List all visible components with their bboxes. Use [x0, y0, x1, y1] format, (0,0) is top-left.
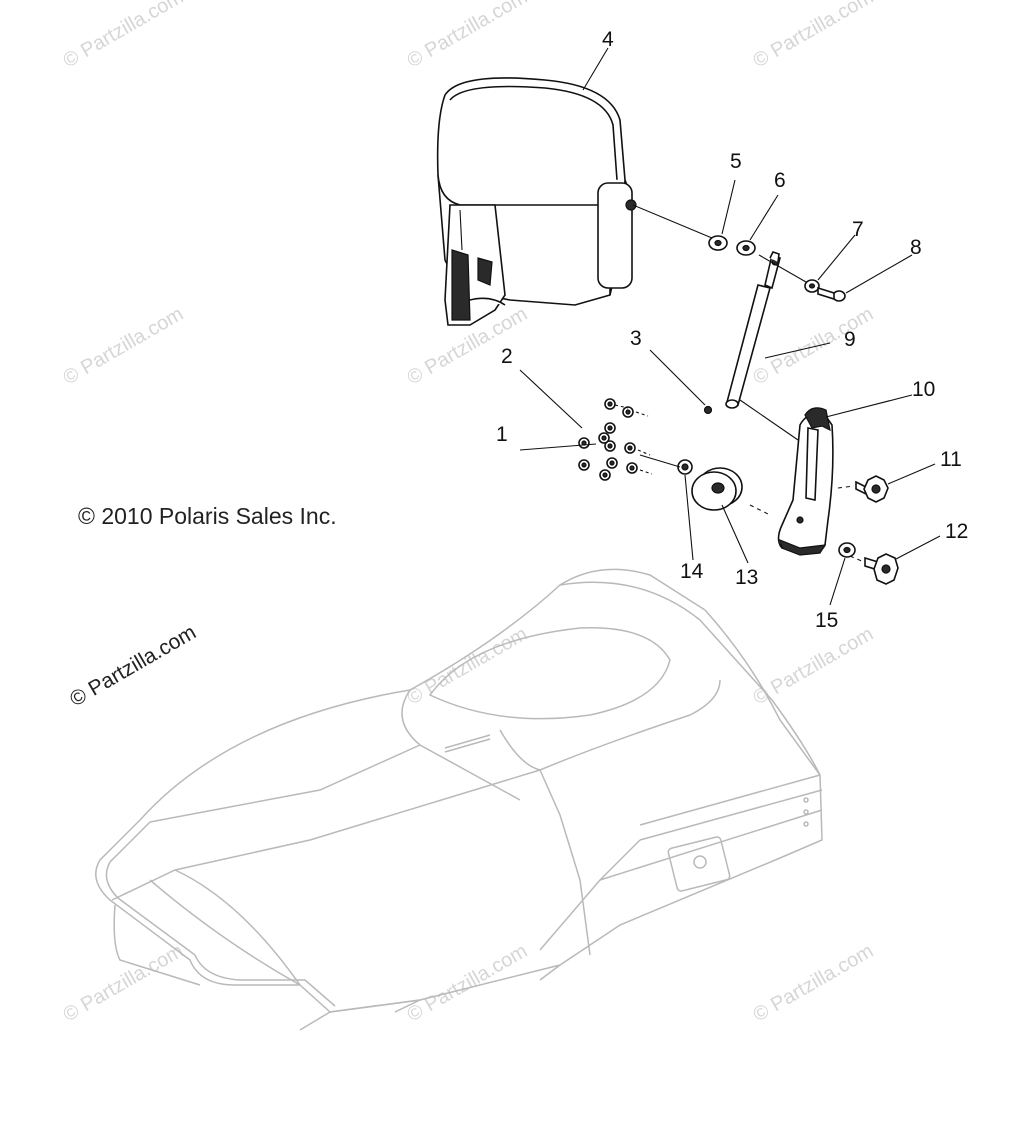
watermark: © Partzilla.com [60, 0, 188, 72]
knob-icon [864, 553, 899, 585]
watermark: © Partzilla.com [60, 303, 188, 389]
callout-13[interactable]: 13 [735, 566, 758, 589]
callout-6[interactable]: 6 [774, 169, 786, 192]
seat-outline-icon [95, 568, 823, 1031]
callout-10[interactable]: 10 [912, 378, 935, 401]
watermark: © Partzilla.com [404, 940, 532, 1026]
callout-7[interactable]: 7 [852, 218, 864, 241]
partzilla-label: © Partzilla.com [66, 621, 200, 712]
callout-15[interactable]: 15 [815, 609, 838, 632]
watermark: © Partzilla.com [404, 0, 532, 72]
bolt-group [578, 398, 653, 481]
callout-4[interactable]: 4 [602, 28, 614, 51]
backrest-pad-icon [436, 77, 637, 326]
watermark: © Partzilla.com [750, 940, 878, 1026]
knob-icon [855, 475, 889, 503]
callout-14[interactable]: 14 [680, 560, 704, 583]
callout-1[interactable]: 1 [496, 423, 508, 446]
callout-8[interactable]: 8 [910, 236, 922, 259]
watermark: © Partzilla.com [404, 623, 532, 709]
callout-12[interactable]: 12 [945, 520, 968, 543]
support-rod [725, 251, 781, 409]
bolt-icon [817, 286, 846, 302]
copyright-text: © 2010 Polaris Sales Inc. [78, 503, 337, 529]
callouts: 1 2 3 4 5 6 7 8 9 10 11 12 13 14 15 [496, 28, 968, 632]
callout-2[interactable]: 2 [501, 345, 513, 368]
watermark: © Partzilla.com [750, 303, 878, 389]
callout-3[interactable]: 3 [630, 327, 642, 350]
callout-11[interactable]: 11 [940, 448, 962, 471]
watermark: © Partzilla.com [60, 940, 188, 1026]
callout-9[interactable]: 9 [844, 328, 856, 351]
slider-bracket [777, 407, 834, 556]
washer-icon [677, 235, 856, 558]
leader-lines [519, 47, 941, 606]
watermark: © Partzilla.com [750, 0, 878, 72]
bumper-pad [691, 467, 743, 511]
callout-5[interactable]: 5 [730, 150, 742, 173]
